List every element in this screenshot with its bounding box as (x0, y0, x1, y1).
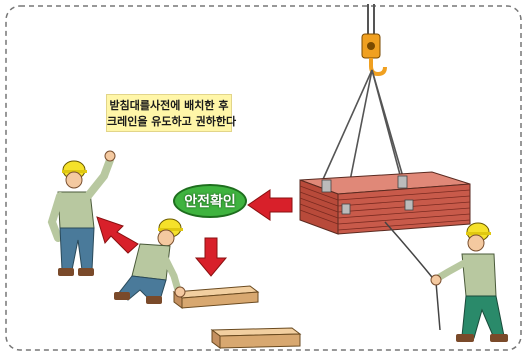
instruction-line-2: 크레인을 유도하고 권하한다 (107, 115, 237, 128)
worker-tagline (430, 222, 508, 342)
suspended-load (299, 171, 471, 235)
dashed-frame (5, 5, 522, 351)
support-block-upper (172, 285, 260, 309)
instruction-note: 받침대를사전에 배치한 후 크레인을 유도하고 권하한다 (106, 94, 237, 132)
safety-check-bubble: 안전확인 (173, 184, 247, 218)
worker-signaling (47, 150, 116, 276)
crane-hook-icon (361, 4, 387, 77)
tag-line (384, 221, 441, 331)
instruction-line-1: 받침대를사전에 배치한 후 (109, 99, 229, 112)
arrow-left-icon (247, 189, 293, 221)
safety-check-label: 안전확인 (184, 194, 236, 210)
support-block-lower (210, 327, 302, 349)
worker-crouching (114, 218, 186, 304)
arrow-down-icon (194, 237, 228, 277)
arrow-up-left-icon (96, 216, 139, 254)
